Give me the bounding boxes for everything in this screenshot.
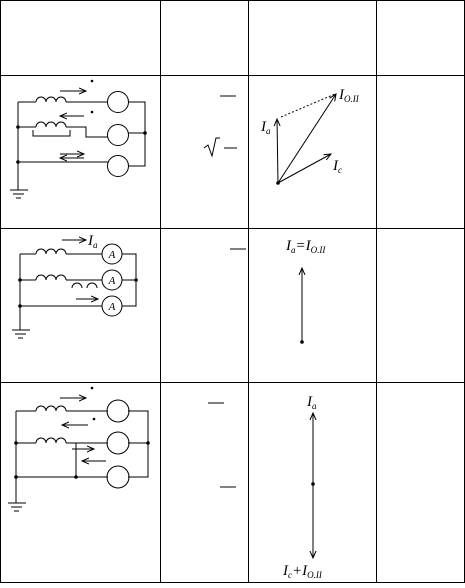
ammeter-2 (101, 269, 123, 291)
vector-label-i-a: Ia (260, 119, 271, 136)
meter-2 (106, 431, 130, 455)
row-2-circuit (12, 240, 137, 339)
row-2-vector-diagram: Ia=IO.II (285, 238, 326, 344)
ammeter-2-label: A (108, 275, 116, 287)
vector-label-ic-plus-ioii: Ic+IO.II (282, 563, 323, 580)
row-3-formula (208, 402, 236, 488)
vector-label-ia-eq-ioii: Ia=IO.II (285, 238, 326, 255)
vector-label-i-oii: IO.II (338, 87, 360, 104)
row-3-circuit (8, 398, 149, 512)
row-1-formula (203, 95, 237, 158)
row-1-meters (107, 91, 129, 177)
ammeter-1 (101, 243, 123, 265)
vector-label-i-a: Ia (306, 394, 317, 411)
meter-3 (106, 465, 130, 489)
meter-1 (106, 399, 130, 423)
meter-3 (107, 155, 129, 177)
vector-label-i-c: Ic (332, 158, 342, 175)
ammeter-3-label: A (108, 301, 116, 313)
row-2-current-label: Ia (87, 233, 98, 250)
row-3-vector-diagram: Ia Ic+IO.II (282, 394, 323, 580)
ammeter-1-label: A (108, 249, 116, 261)
row-3-meters (106, 399, 130, 489)
meter-1 (107, 91, 129, 113)
row-2-meters: A A A (101, 243, 123, 317)
ammeter-3 (101, 295, 123, 317)
row-1-circuit (10, 91, 146, 199)
row-1-vector-diagram: IO.II Ia Ic (260, 87, 360, 185)
meter-2 (107, 124, 129, 146)
